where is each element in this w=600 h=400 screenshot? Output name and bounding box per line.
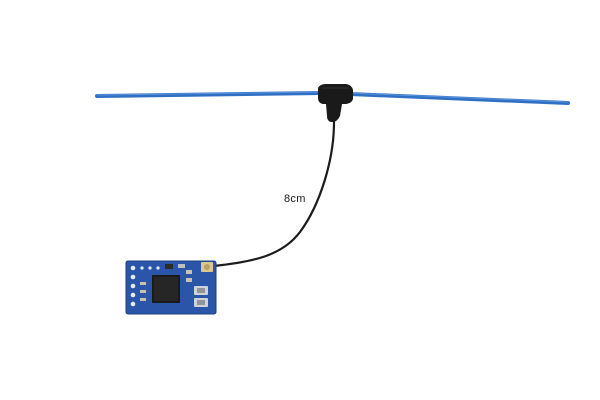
cable-length-label: 8cm [284,193,306,205]
receiver-board [125,260,217,315]
dipole-antenna-element [95,91,570,105]
coax-cable [212,120,336,268]
antenna-t-connector [318,84,353,122]
solder-pads [130,265,160,307]
